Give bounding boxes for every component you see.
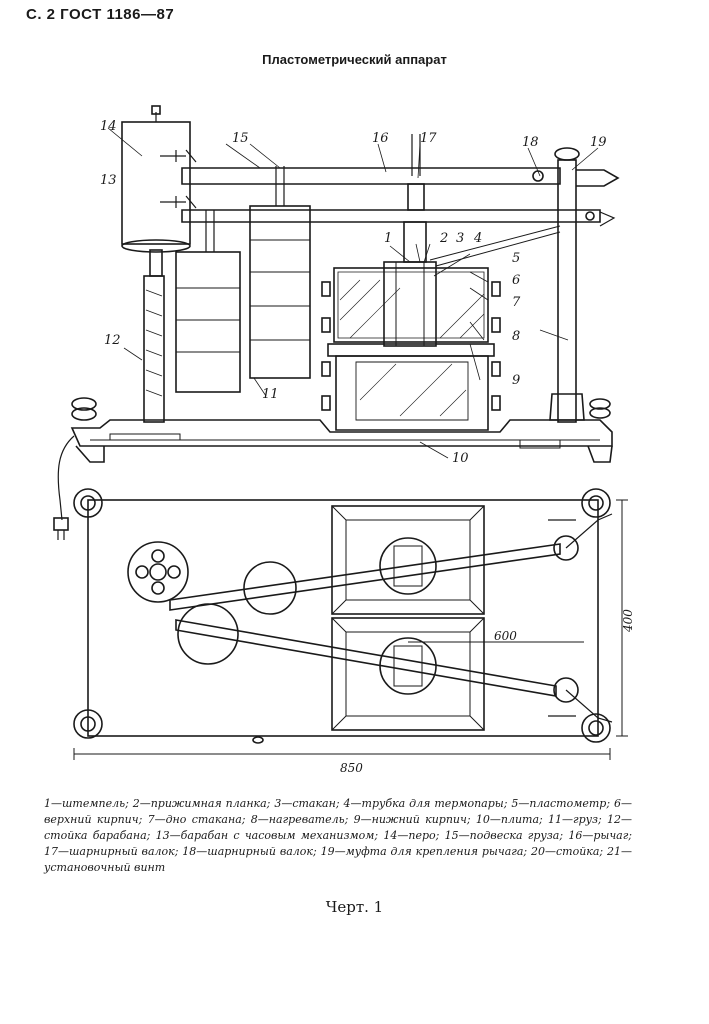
foot-left (75, 445, 105, 463)
lever-clamp (576, 169, 620, 187)
oven-plan-upper (331, 505, 485, 615)
adjusting-screw-right (589, 398, 611, 410)
cup (383, 261, 437, 347)
stamp (403, 221, 427, 263)
base-plate (70, 419, 613, 447)
figure-label: Черт. 1 (325, 898, 384, 916)
weight-hanger (275, 166, 285, 206)
corner-hole-bottom-left (73, 709, 103, 739)
callout-6: 6 (512, 273, 520, 288)
callout-11: 11 (262, 387, 279, 402)
callout-5: 5 (512, 251, 520, 266)
document-header: С. 2 ГОСТ 1186—87 (26, 6, 175, 23)
plan-view: 850 600 400 (73, 488, 635, 775)
callout-2: 2 (439, 231, 448, 246)
oven-plan-lower (331, 617, 485, 731)
callout-15: 15 (232, 131, 249, 146)
foot-right (587, 445, 613, 463)
lever-lower (181, 209, 601, 223)
technical-drawing: 14 13 15 16 17 18 19 1 2 3 4 5 6 7 8 9 1… (53, 105, 635, 775)
callout-12: 12 (104, 333, 121, 348)
corner-hole-top-right (581, 488, 611, 518)
adjusting-screw-left (71, 397, 97, 411)
callout-10: 10 (452, 451, 469, 466)
side-elevation: 14 13 15 16 17 18 19 1 2 3 4 5 6 7 8 9 1… (53, 105, 620, 540)
figure-title: Пластометрический аппарат (262, 52, 447, 67)
dimension-400: 400 (621, 609, 635, 633)
corner-hole-bottom-right (581, 713, 611, 743)
callout-19: 19 (590, 135, 607, 150)
callout-1: 1 (384, 231, 392, 246)
callout-14: 14 (100, 119, 117, 134)
pen-upper (160, 149, 197, 163)
upper-brick (333, 267, 489, 343)
column (557, 159, 577, 423)
callout-3: 3 (456, 231, 464, 246)
hinge-roller (411, 134, 421, 176)
callout-16: 16 (372, 131, 389, 146)
weight-right (249, 205, 311, 379)
lever-upper (181, 167, 561, 185)
weight-plan-lower (177, 603, 239, 665)
callout-7: 7 (512, 295, 521, 310)
figure-caption: 1—штемпель; 2—прижимная планка; 3—стакан… (44, 797, 632, 874)
lever-plan-upper (169, 543, 561, 611)
dimension-850: 850 (340, 761, 363, 775)
callout-13: 13 (100, 173, 117, 188)
weight-left (175, 251, 241, 393)
callout-17: 17 (420, 131, 437, 146)
drum-with-clock (121, 121, 191, 245)
callout-9: 9 (512, 373, 520, 388)
drum-stand (143, 275, 165, 423)
callout-4: 4 (473, 231, 482, 246)
lower-brick (335, 355, 489, 431)
base-plan-outline (87, 499, 599, 737)
power-cable (57, 435, 75, 521)
weight-plan-upper (243, 561, 297, 615)
dimension-600: 600 (494, 629, 517, 643)
corner-hole-top-left (73, 488, 103, 518)
cup-plan-upper (379, 537, 437, 595)
callout-8: 8 (512, 329, 520, 344)
callout-18: 18 (522, 135, 539, 150)
drum-plan (127, 541, 189, 603)
pen-lower (160, 195, 197, 209)
